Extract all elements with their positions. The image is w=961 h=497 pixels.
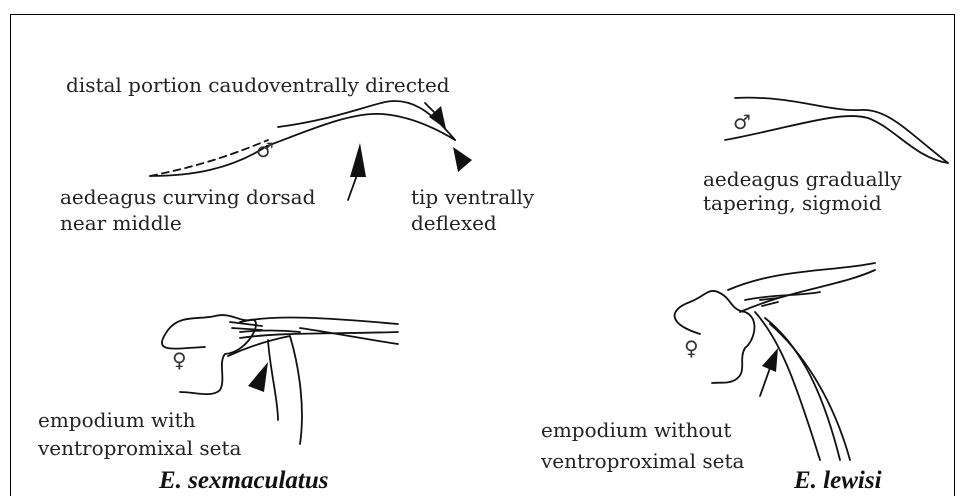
label-empodium-with-line1: empodium with	[38, 407, 195, 434]
arrow-empodium-without-shaft	[760, 368, 770, 396]
aedeagus-lewisi-drawing	[725, 98, 948, 163]
arrow-tip	[453, 147, 472, 172]
female-symbol-left: ♀	[172, 348, 187, 372]
label-empodium-with-line2: ventropromixal seta	[38, 435, 241, 462]
label-distal-portion: distal portion caudoventrally directed	[66, 72, 450, 99]
label-aedeagus-curving-line2: near middle	[60, 210, 182, 237]
label-aedeagus-curving-line1: aedeagus curving dorsad	[60, 184, 315, 211]
male-symbol-left: ♂	[256, 138, 274, 162]
species-name-sexmaculatus: E. sexmaculatus	[159, 467, 328, 495]
arrow-empodium-with	[248, 362, 268, 392]
arrow-curving	[350, 143, 366, 177]
aedeagus-sexmaculatus-drawing	[150, 101, 455, 176]
label-tip-line1: tip ventrally	[411, 184, 534, 211]
male-symbol-right: ♂	[733, 110, 751, 134]
label-tapering-line2: tapering, sigmoid	[703, 190, 882, 217]
label-empodium-without-line1: empodium without	[541, 417, 731, 444]
species-name-lewisi: E. lewisi	[794, 467, 882, 495]
label-tapering-line1: aedeagus gradually	[703, 166, 902, 193]
arrow-curving-shaft	[348, 175, 357, 200]
label-empodium-without-line2: ventroproximal seta	[541, 448, 744, 475]
female-symbol-right: ♀	[684, 336, 699, 360]
empodium-sexmaculatus-drawing	[162, 315, 398, 444]
label-tip-line2: deflexed	[411, 210, 497, 237]
